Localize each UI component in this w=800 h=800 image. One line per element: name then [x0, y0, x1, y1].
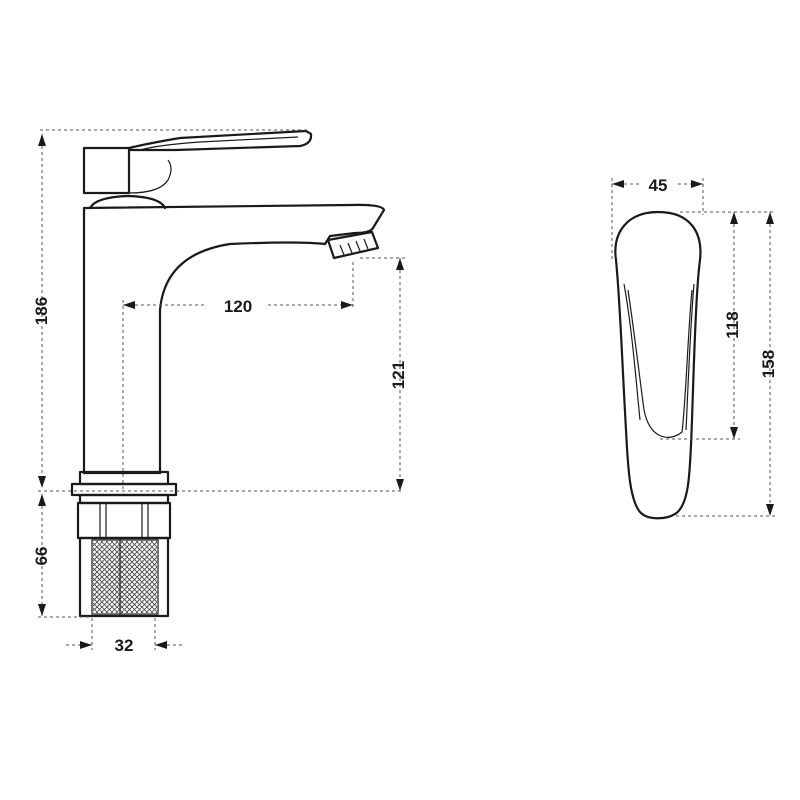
faucet-body [82, 203, 386, 475]
dim-label-total-height: 186 [32, 297, 51, 325]
handle-collar [88, 194, 167, 210]
front-view: 186 66 32 1 [32, 129, 408, 655]
dimension-handle-width: 45 [611, 176, 704, 262]
dim-label-handle-width: 45 [649, 176, 668, 195]
dimension-shank-length: 66 [32, 494, 92, 618]
side-view: 45 118 158 [611, 176, 778, 520]
aerator [326, 230, 380, 260]
dimension-total-height: 186 [32, 129, 310, 488]
dim-label-handle-total-length: 158 [759, 350, 778, 378]
base-flange [70, 470, 178, 505]
lever-handle [82, 129, 313, 195]
dimension-shank-diameter: 32 [66, 618, 182, 655]
dim-label-spout-reach: 120 [224, 297, 252, 316]
dim-label-handle-inner-length: 118 [723, 311, 742, 338]
dimension-spout-height: 121 [360, 257, 408, 491]
dimension-handle-total-length: 158 [676, 211, 778, 517]
dim-label-spout-height: 121 [389, 361, 408, 389]
dimension-spout-reach: 120 [122, 262, 354, 491]
threaded-shank [78, 536, 170, 618]
dim-label-shank-diameter: 32 [115, 636, 134, 655]
shank-thread-mesh [93, 541, 157, 613]
dimension-handle-inner-length: 118 [660, 211, 742, 440]
handle-side-profile [614, 210, 702, 520]
fixing-nut [76, 501, 172, 540]
dim-label-shank-length: 66 [32, 547, 51, 566]
